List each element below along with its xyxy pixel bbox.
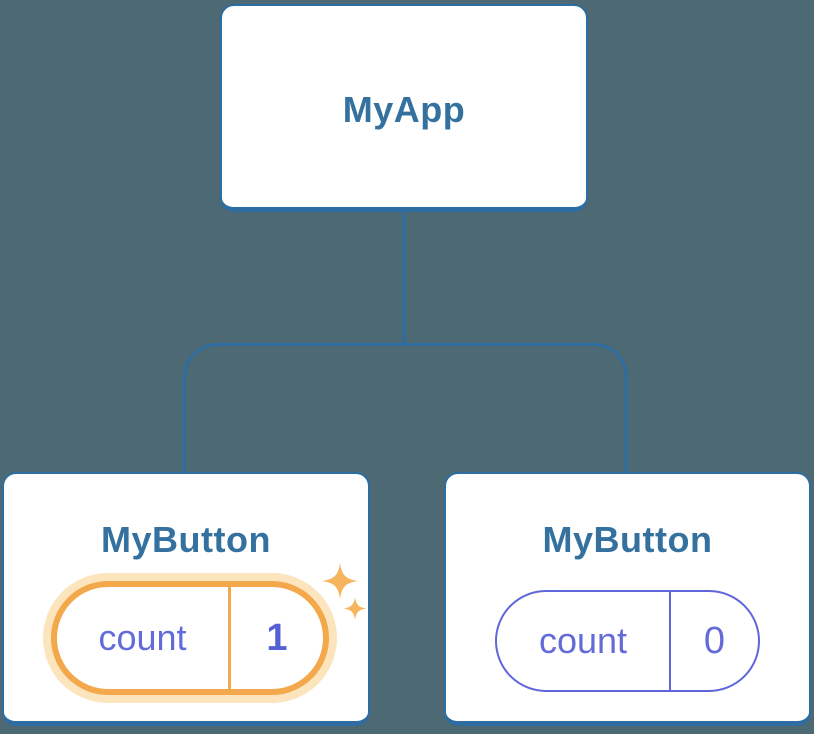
connector-stem: [402, 212, 405, 346]
component-label: MyButton: [101, 519, 271, 560]
sparkle-icon-large: [322, 563, 358, 599]
state-pill-plain: count 0: [495, 590, 760, 692]
state-name: count: [538, 620, 628, 661]
state-pill-highlighted: count 1: [51, 581, 329, 695]
component-card-mybutton-2: MyButton count 0: [444, 472, 811, 726]
state-value: 1: [266, 616, 288, 659]
sparkle-icon-small: [343, 597, 367, 620]
state-name: count: [98, 617, 187, 658]
pill-divider: [228, 587, 231, 689]
state-value: 0: [703, 619, 726, 662]
connector-branch: [183, 343, 628, 474]
component-card-mybutton-1: MyButton count 1: [2, 472, 370, 726]
component-label: MyButton: [542, 519, 713, 560]
component-card-myapp: MyApp: [220, 4, 588, 212]
state-pill-glow: count 1: [43, 573, 337, 703]
pill-divider: [669, 592, 671, 690]
component-label: MyApp: [342, 89, 466, 130]
